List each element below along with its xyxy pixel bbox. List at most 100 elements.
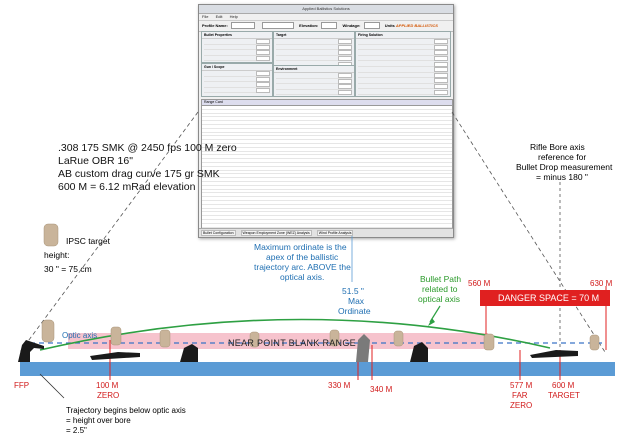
profile-label: Profile Name: <box>202 23 228 28</box>
marker-100-label-2: ZERO <box>97 391 120 400</box>
ffp-label: FFP <box>14 381 30 390</box>
shooter-kneeling-1 <box>180 344 198 362</box>
max-ordinate-note-4: optical axis. <box>280 272 325 282</box>
trajectory-note-1: Trajectory begins below optic axis <box>66 406 186 415</box>
range-card-row <box>202 174 452 179</box>
range-card-row <box>202 178 452 182</box>
leader-dashed-right <box>451 111 606 353</box>
units-label: Units <box>384 23 395 28</box>
rifle-bore-line-2: reference for <box>538 152 587 162</box>
range-card-row <box>202 190 452 194</box>
range-card-row <box>202 171 452 175</box>
tab-wind-profile[interactable]: Wind Profile Analysis <box>316 230 354 236</box>
panel-title: Firing Solution <box>356 32 450 39</box>
range-card-row <box>202 129 452 133</box>
optic-axis-label: Optic axis <box>62 331 98 340</box>
range-card-table: Range Card <box>201 99 453 236</box>
trajectory-note-2: = height over bore <box>66 416 131 425</box>
target-1 <box>41 319 55 343</box>
rifle-bore-line-4: = minus 180 " <box>536 172 588 182</box>
shooter-prone-2 <box>530 350 578 358</box>
marker-100-label-1: 100 M <box>96 381 119 390</box>
bullet-properties-panel: Bullet Properties <box>201 31 273 63</box>
target-8 <box>589 334 600 351</box>
range-card-row <box>202 133 452 137</box>
bullet-path-label-3: optical axis <box>418 294 461 304</box>
target-4 <box>249 331 260 348</box>
panel-title: Target <box>274 32 354 39</box>
npbr-band <box>68 333 488 349</box>
soldier-gray <box>356 334 370 362</box>
range-card-row <box>202 201 452 205</box>
range-card-row <box>202 125 452 129</box>
shooter-standing-1 <box>18 340 44 362</box>
elevation-label: Elevation: <box>299 23 319 28</box>
ground-strip <box>20 362 615 376</box>
ipsc-line-1: IPSC target <box>66 236 110 246</box>
marker-577-label-1: 577 M <box>510 381 533 390</box>
danger-space-label: DANGER SPACE = 70 M <box>498 293 600 303</box>
range-card-row <box>202 212 452 217</box>
ipsc-line-2: height: <box>44 250 70 260</box>
target-3 <box>159 329 171 348</box>
bullet-path-label-2: related to <box>422 284 458 294</box>
range-card-row <box>202 148 452 152</box>
windage-field[interactable] <box>363 22 380 30</box>
range-card-row <box>202 114 452 118</box>
marker-577-label-2: FAR <box>512 391 528 400</box>
range-card-tab[interactable]: Range Card <box>204 100 223 104</box>
panel-title: Bullet Properties <box>202 32 272 39</box>
range-card-row <box>202 152 452 156</box>
shooter-kneeling-2 <box>410 342 428 362</box>
danger-space-box <box>480 290 610 306</box>
marker-560-label: 560 M <box>468 279 491 288</box>
tab-wez-analysis[interactable]: Weapon Employment Zone (WEZ) Analysis <box>240 230 312 236</box>
elevation-field[interactable] <box>321 22 338 30</box>
range-card-row <box>202 216 452 220</box>
marker-577-label-3: ZERO <box>510 401 533 410</box>
shooter-silhouettes <box>18 334 578 362</box>
tab-bullet-configuration[interactable]: Bullet Configuration <box>201 230 236 236</box>
menu-file[interactable]: File <box>202 14 209 19</box>
target-5 <box>329 329 340 347</box>
panel-title: Gun / Scope <box>202 64 272 71</box>
trajectory-note-3: = 2.5" <box>66 426 87 435</box>
marker-600-label-2: TARGET <box>548 391 580 400</box>
menu-edit[interactable]: Edit <box>215 14 223 19</box>
marker-600-label-1: 600 M <box>552 381 575 390</box>
ipsc-line-3: 30 " = 75 cm <box>44 264 92 274</box>
range-card-row <box>202 144 452 148</box>
target-6 <box>393 330 404 347</box>
target-2 <box>110 326 122 346</box>
range-card-row <box>202 205 452 209</box>
environment-panel: Environment <box>273 65 355 97</box>
max-ordinate-value-2: Max <box>348 296 365 306</box>
profile-name-field[interactable] <box>230 22 255 30</box>
max-ordinate-note-2: apex of the ballistic <box>266 252 339 262</box>
range-card-row <box>202 110 452 114</box>
max-ordinate-note-3: trajectory arc. ABOVE the <box>254 262 351 272</box>
profile-select[interactable] <box>262 22 295 30</box>
gun-scope-panel: Gun / Scope <box>201 63 273 97</box>
spec-line-3: AB custom drag curve 175 gr SMK <box>58 168 220 180</box>
max-ordinate-value-1: 51.5 " <box>342 286 364 296</box>
max-ordinate-note-1: Maximum ordinate is the <box>254 242 347 252</box>
range-card-row <box>202 106 452 110</box>
ballistics-software-screenshot: Applied Ballistics Solutions File Edit H… <box>198 4 454 238</box>
spec-line-4: 600 M = 6.12 mRad elevation <box>58 181 196 193</box>
brand-logo: APPLIED BALLISTICS <box>395 23 438 28</box>
ipsc-targets <box>41 223 600 351</box>
menu-help[interactable]: Help <box>229 14 238 19</box>
bullet-path-label-1: Bullet Path <box>420 274 462 284</box>
spec-line-1: .308 175 SMK @ 2450 fps 100 M zero <box>58 142 237 154</box>
ipsc-legend-target <box>43 223 59 247</box>
marker-330-label: 330 M <box>328 381 351 390</box>
range-card-row <box>202 186 452 190</box>
menu-bar: File Edit Help <box>199 14 453 21</box>
range-card-row <box>202 121 452 125</box>
max-ordinate-value-3: Ordinate <box>338 306 371 316</box>
leader-dashed-left <box>19 111 199 353</box>
range-card-row <box>202 224 452 228</box>
range-card-row <box>202 220 452 224</box>
